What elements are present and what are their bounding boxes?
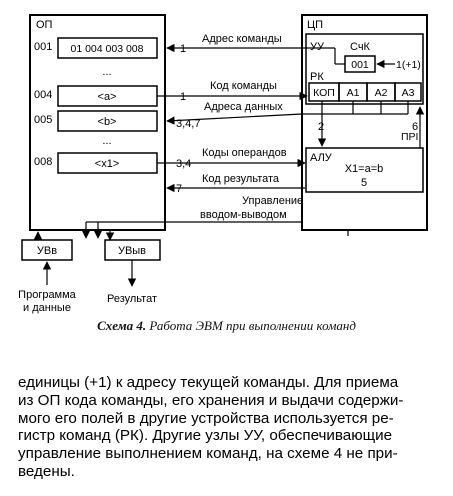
operand-codes-label: Коды операндов — [202, 147, 287, 159]
control-unit-block — [305, 33, 424, 105]
control-unit-label: УУ — [310, 41, 325, 53]
program-label-line2: и данные — [23, 302, 71, 314]
body-line: ведены. — [18, 462, 75, 480]
pr-label: ПРI — [401, 131, 418, 143]
alu-block — [305, 147, 424, 193]
io-control-label-line2: вводом-выводом — [200, 209, 287, 221]
memory-cell-content: 01 004 003 008 — [71, 43, 144, 55]
memory-cell-content: <a> — [98, 91, 117, 103]
memory-cell — [57, 37, 158, 59]
body-line: управление выполнением команд, на схеме … — [18, 445, 398, 463]
diagram-caption: Схема 4. Работа ЭВМ при выполнении коман… — [0, 318, 453, 334]
body-line: мого его полей в другие устройства испол… — [18, 409, 394, 427]
body-line: гистр команд (РК). Другие узлы УУ, обесп… — [18, 427, 393, 445]
memory-cell-address: 001 — [34, 41, 52, 53]
address-command-label: Адрес команды — [202, 33, 282, 45]
register-field-label: А1 — [347, 87, 360, 99]
command-code-label: Код команды — [210, 80, 277, 92]
result-label: Результат — [107, 293, 157, 305]
alu-value: 5 — [361, 177, 367, 189]
input-device-label: УВв — [37, 245, 57, 257]
memory-title: ОП — [36, 19, 53, 31]
output-device-label: УВыв — [118, 245, 146, 257]
memory-cell — [57, 110, 158, 132]
register-field-label: А3 — [402, 87, 415, 99]
memory-cell-content: <x1> — [95, 158, 119, 170]
result-code-label: Код результата — [202, 173, 280, 185]
result-code-step: 7 — [176, 183, 182, 195]
command-code-step: 1 — [180, 91, 186, 103]
program-label-line1: Программа — [18, 289, 77, 301]
register-field-label: А2 — [375, 87, 388, 99]
memory-cell-content: <b> — [98, 116, 117, 128]
pr-step-number: 6 — [412, 121, 418, 133]
register-field-label: КОП — [313, 87, 335, 99]
caption-prefix: Схема 4. — [97, 318, 147, 333]
computer-operation-diagram: ОП 001 01 004 003 008 ... 004 <a> 005 <b… — [18, 14, 428, 314]
io-control-label-line1: Управление — [242, 195, 303, 207]
cpu-title: ЦП — [307, 19, 323, 31]
kop-step-number: 2 — [318, 121, 324, 133]
input-device-block — [21, 239, 73, 261]
body-line: единицы (+1) к адресу текущей команды. Д… — [18, 374, 399, 391]
caption-text: Работа ЭВМ при выполнении команд — [149, 318, 356, 333]
body-paragraph: единицы (+1) к адресу текущей команды. Д… — [18, 374, 438, 481]
alu-title: АЛУ — [310, 152, 333, 164]
body-line: из ОП кода команды, его хранения и выдач… — [18, 391, 404, 409]
alu-expression: X1=a=b — [345, 163, 384, 175]
cpu-block — [301, 14, 428, 231]
data-addresses-label: Адреса данных — [204, 101, 283, 113]
memory-ellipsis: ... — [102, 135, 111, 147]
address-command-step: 1 — [180, 43, 186, 55]
memory-cell-address: 004 — [34, 89, 52, 101]
command-register-label: РК — [310, 71, 324, 83]
operand-codes-step: 3,4 — [176, 158, 191, 170]
memory-cell-address: 005 — [34, 114, 52, 126]
data-addresses-arrow — [166, 113, 303, 125]
data-addresses-step: 3,4,7 — [176, 118, 200, 130]
memory-cell-address: 008 — [34, 156, 52, 168]
counter-value: 001 — [351, 59, 369, 71]
counter-label: СчК — [350, 41, 371, 53]
memory-ellipsis: ... — [102, 66, 111, 78]
counter-step: 1(+1) — [396, 59, 421, 71]
